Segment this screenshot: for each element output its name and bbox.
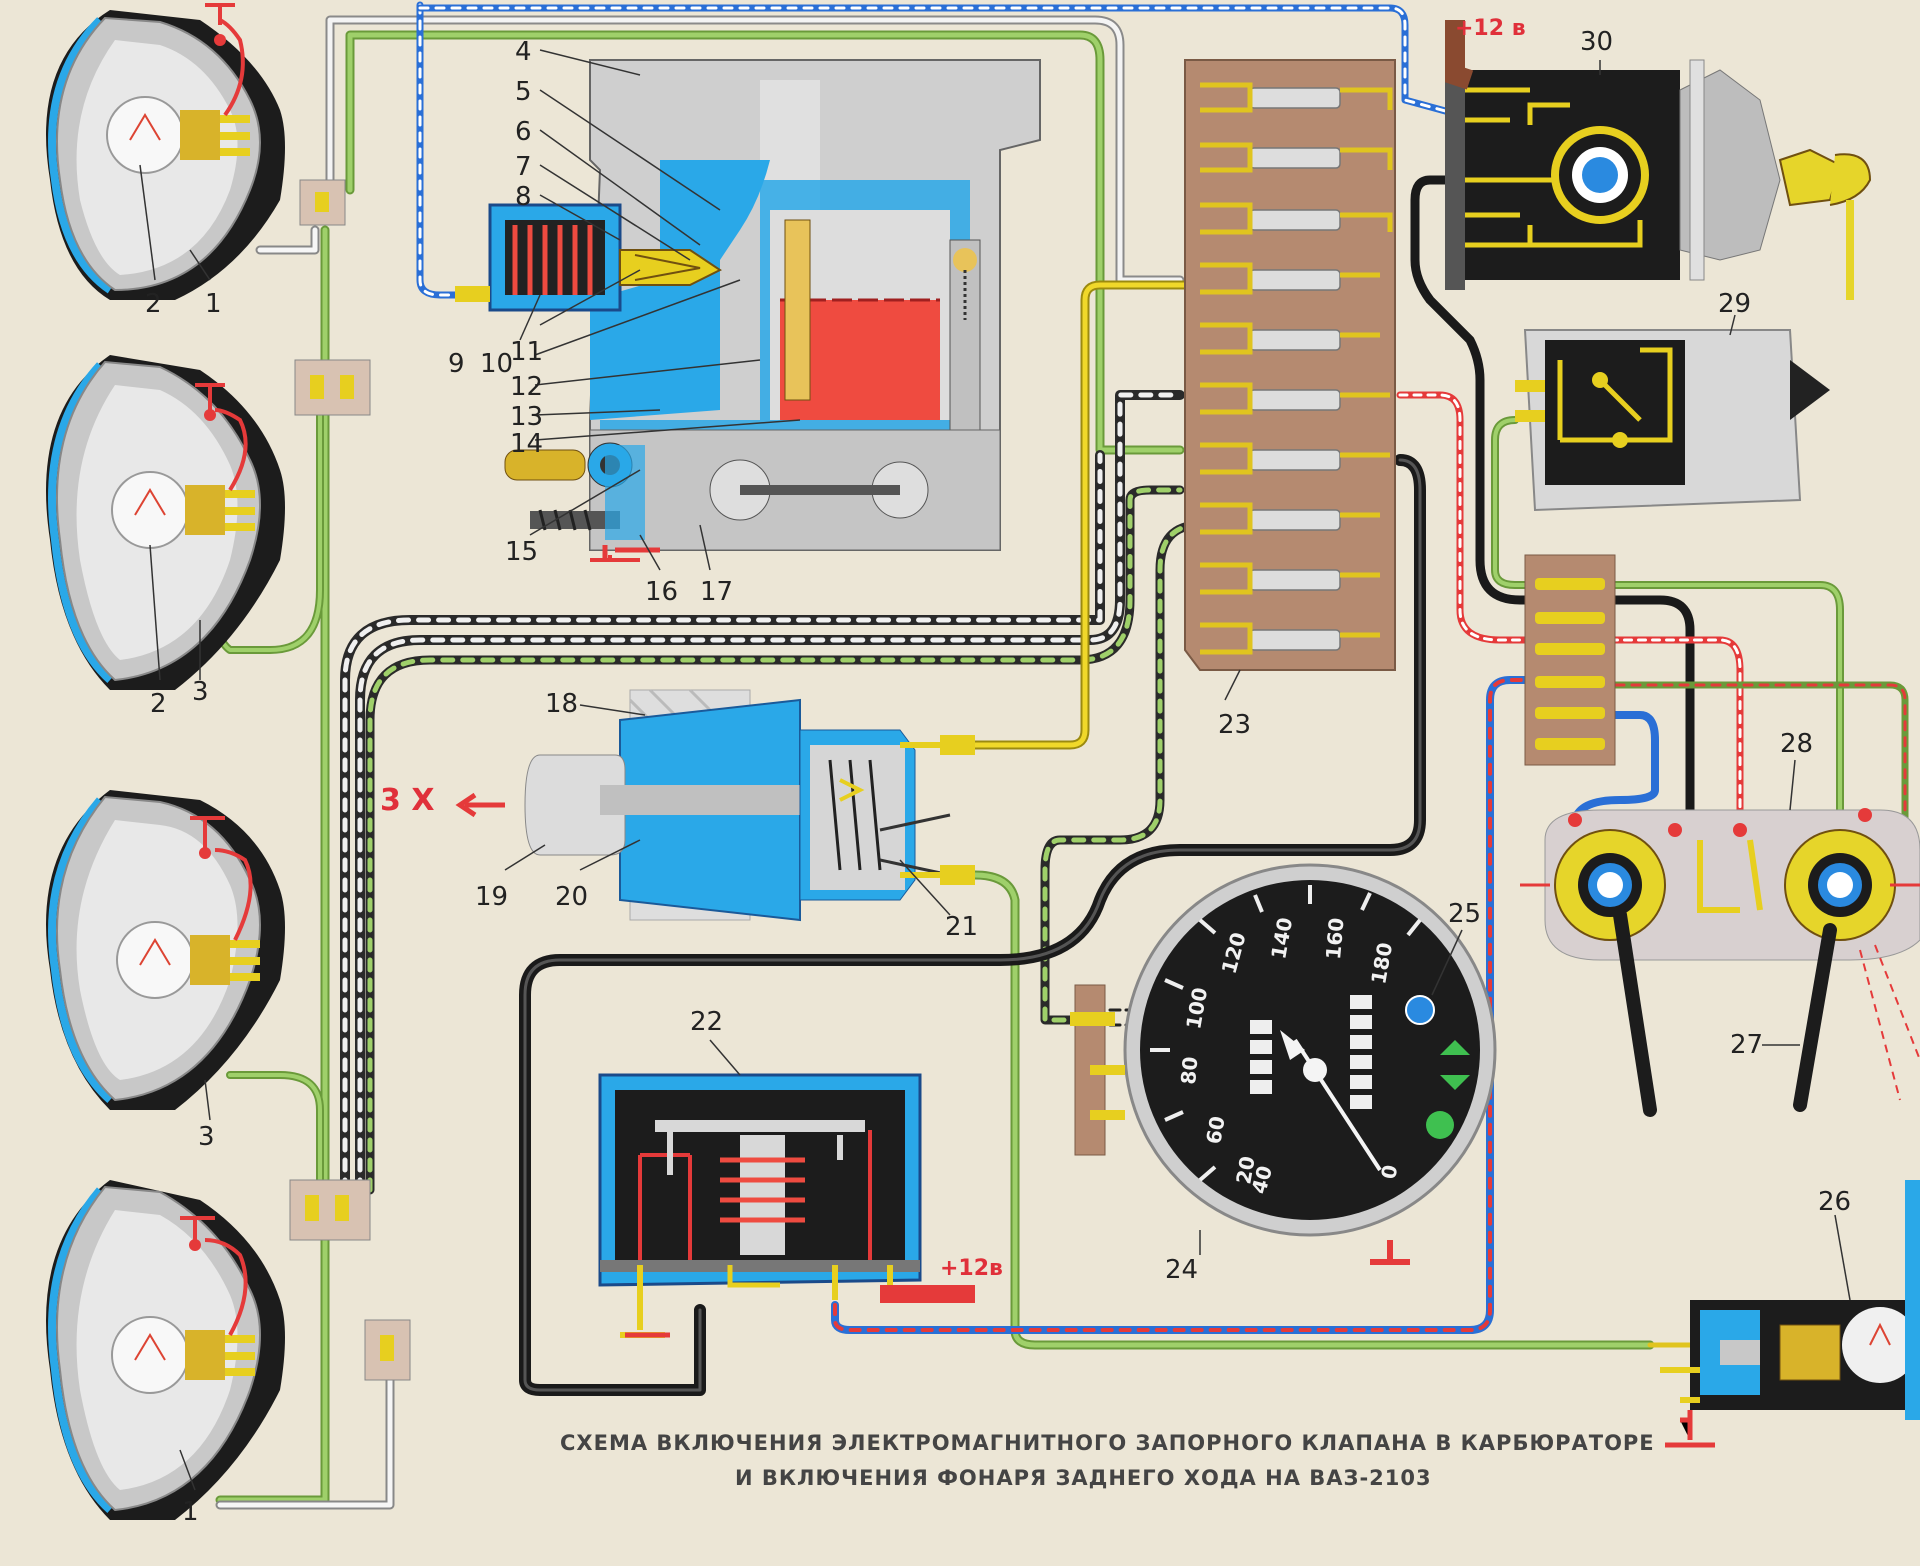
callout-27: 27 [1730, 1030, 1763, 1060]
callout-18: 18 [545, 689, 578, 719]
headlamp-lower-outer [46, 1180, 285, 1520]
callout-11: 11 [510, 337, 543, 367]
power-label-relay: +12в [940, 1256, 1003, 1281]
carburetor [504, 59, 1041, 562]
speed-tick-20: 20 [1231, 1154, 1259, 1186]
speed-tick-60: 60 [1201, 1114, 1229, 1146]
callout-4: 4 [515, 37, 532, 67]
wire-harness [211, 1, 1909, 1510]
power-label-ignition: +12 в [1455, 16, 1526, 41]
callout-30: 30 [1580, 27, 1613, 57]
callout-14: 14 [510, 429, 543, 459]
callout-2-upper: 2 [145, 289, 162, 319]
relay [598, 1073, 975, 1338]
callout-17: 17 [700, 577, 733, 607]
callout-1-upper: 1 [205, 289, 222, 319]
speed-tick-80: 80 [1176, 1056, 1202, 1086]
connector-block-right [1524, 554, 1616, 766]
callout-25: 25 [1448, 899, 1481, 929]
speedometer-connector [1070, 984, 1125, 1156]
callout-21: 21 [945, 912, 978, 942]
callout-24: 24 [1165, 1255, 1198, 1285]
headlamp-lower-inner [46, 790, 285, 1110]
callout-26: 26 [1818, 1187, 1851, 1217]
caption-line-2: И ВКЛЮЧЕНИЯ ФОНАРЯ ЗАДНЕГО ХОДА НА ВАЗ-2… [735, 1466, 1432, 1490]
caption-line-1: СХЕМА ВКЛЮЧЕНИЯ ЭЛЕКТРОМАГНИТНОГО ЗАПОРН… [560, 1431, 1655, 1455]
reversing-light-switch [1515, 329, 1830, 512]
callout-8: 8 [515, 182, 532, 212]
speed-tick-160: 160 [1321, 917, 1349, 961]
callout-3-upper: 3 [192, 677, 209, 707]
callout-3-lower: 3 [198, 1122, 215, 1152]
speedometer: 20 40 60 80 100 120 140 160 180 0 [1123, 863, 1497, 1265]
fuse-block [1184, 59, 1396, 671]
callout-28: 28 [1780, 729, 1813, 759]
headlamp-upper-outer [46, 3, 285, 300]
arrow-left-icon [455, 792, 505, 818]
callout-15: 15 [505, 537, 538, 567]
idle-switch-assembly [524, 688, 975, 922]
speed-tick-zero: 0 [1376, 1163, 1402, 1181]
ignition-switch [1445, 59, 1872, 300]
connector-blocks-left [289, 179, 411, 1381]
callout-2-middle: 2 [150, 689, 167, 719]
direction-label: 3 Х [380, 783, 434, 818]
callout-5: 5 [515, 77, 532, 107]
callout-10: 10 [480, 349, 513, 379]
callout-7: 7 [515, 152, 532, 182]
callout-22: 22 [690, 1007, 723, 1037]
callout-6: 6 [515, 117, 532, 147]
callout-12: 12 [510, 372, 543, 402]
callout-20: 20 [555, 882, 588, 912]
callout-9: 9 [448, 349, 465, 379]
callout-23: 23 [1218, 710, 1251, 740]
reversing-lamp [1660, 1180, 1920, 1448]
callout-13: 13 [510, 402, 543, 432]
callout-29: 29 [1718, 289, 1751, 319]
callout-numbers: 2 1 2 3 3 1 4 5 6 7 8 9 10 11 12 13 14 1… [145, 27, 1851, 1527]
callout-leaders [139, 49, 1851, 1491]
battery-lead [1445, 20, 1474, 90]
callout-1-lower: 1 [182, 1497, 199, 1527]
callout-16: 16 [645, 577, 678, 607]
steering-column-switch [1520, 808, 1920, 1117]
headlamp-upper-inner [46, 355, 285, 690]
callout-19: 19 [475, 882, 508, 912]
